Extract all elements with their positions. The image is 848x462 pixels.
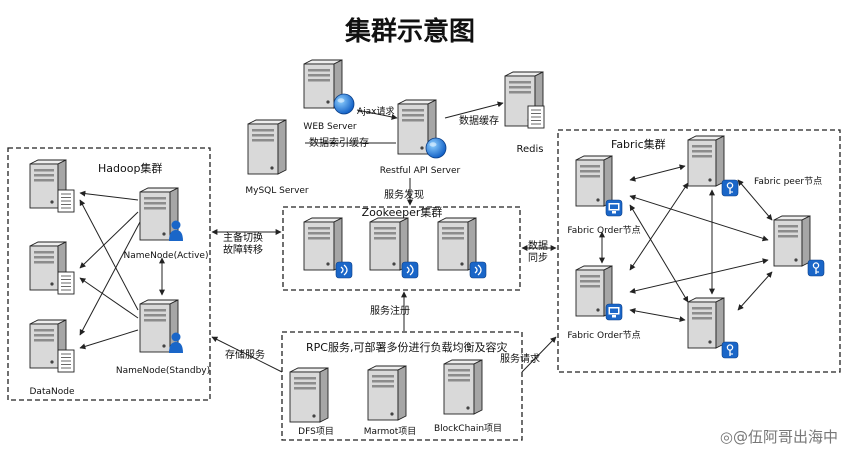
globe-icon	[333, 93, 355, 115]
document-icon	[57, 349, 75, 373]
watermark: ◎@伍阿哥出海中	[720, 428, 838, 446]
edge-service-request	[521, 336, 557, 373]
fabric-peer-server-icon	[687, 135, 725, 187]
edge-label-index-cache: 数据索引缓存	[309, 136, 369, 149]
user-icon	[169, 220, 183, 241]
web-server-icon	[303, 59, 343, 109]
datanode-server-icon	[29, 319, 67, 369]
edge-label-service-register: 服务注册	[370, 304, 410, 317]
restful-server-icon	[397, 99, 437, 155]
datanode-server-icon	[29, 241, 67, 291]
wifi-icon	[401, 261, 419, 279]
label-fabric-order-1: Fabric Order节点	[567, 225, 640, 236]
edge-label-data-sync-2: 同步	[528, 252, 548, 264]
zookeeper-server-icon	[437, 217, 477, 271]
label-mysql-server: MySQL Server	[245, 186, 309, 196]
zookeeper-server-icon	[303, 217, 343, 271]
rpc-service-box	[281, 331, 523, 441]
edge-label-service-discovery: 服务发现	[384, 188, 424, 201]
label-namenode-active: NameNode(Active)	[124, 251, 209, 261]
edge-ajax	[356, 109, 398, 120]
hadoop-cluster-label: Hadoop集群	[98, 161, 162, 175]
edge-data-cache	[444, 101, 504, 119]
monitor-icon	[605, 199, 623, 217]
label-namenode-standby: NameNode(Standby)	[116, 366, 210, 376]
edge-label-data-sync-1: 数据	[528, 239, 548, 252]
hadoop-cluster-box	[7, 147, 211, 401]
fabric-cluster-label: Fabric集群	[611, 137, 666, 151]
edge-label-data-cache: 数据缓存	[459, 114, 499, 127]
label-restful-server: Restful API Server	[380, 166, 461, 176]
label-blockchain: BlockChain项目	[434, 423, 502, 434]
wifi-icon	[469, 261, 487, 279]
key-icon	[721, 179, 739, 197]
edge-label-ajax: Ajax请求	[357, 105, 395, 117]
document-icon	[527, 105, 545, 129]
zookeeper-cluster-label: Zookeeper集群	[362, 205, 443, 219]
label-redis: Redis	[517, 144, 544, 155]
zookeeper-server-icon	[369, 217, 409, 271]
edge-label-failover-1: 主备切换	[223, 231, 263, 244]
mysql-server-icon	[247, 119, 287, 175]
connections	[79, 101, 773, 373]
document-icon	[57, 189, 75, 213]
label-fabric-peer: Fabric peer节点	[754, 176, 822, 187]
blockchain-server-icon	[443, 359, 483, 415]
fabric-order-server-icon	[575, 155, 613, 207]
servers	[29, 59, 825, 423]
label-datanode: DataNode	[30, 387, 75, 397]
fabric-peer-server-icon	[773, 215, 811, 267]
edge-label-storage-service: 存储服务	[225, 348, 265, 361]
monitor-icon	[605, 303, 623, 321]
label-dfs: DFS项目	[298, 426, 334, 437]
label-web-server: WEB Server	[303, 122, 356, 132]
document-icon	[57, 271, 75, 295]
key-icon	[721, 341, 739, 359]
edge-storage-service	[211, 336, 283, 373]
dfs-server-icon	[289, 367, 329, 423]
diagram-title: 集群示意图	[344, 16, 475, 47]
key-icon	[807, 259, 825, 277]
fabric-order-server-icon	[575, 265, 613, 317]
edge-label-service-request: 服务请求	[500, 352, 540, 365]
rpc-service-label: RPC服务,可部署多份进行负载均衡及容灾	[306, 340, 507, 354]
edge-label-failover-2: 故障转移	[223, 243, 263, 256]
label-fabric-order-2: Fabric Order节点	[567, 330, 640, 341]
wifi-icon	[335, 261, 353, 279]
globe-icon	[425, 137, 447, 159]
marmot-server-icon	[367, 365, 407, 421]
user-icon	[169, 332, 183, 353]
fabric-cluster-box	[557, 129, 841, 373]
fabric-peer-server-icon	[687, 297, 725, 349]
label-marmot: Marmot项目	[364, 426, 417, 437]
namenode-standby-server-icon	[139, 299, 179, 353]
